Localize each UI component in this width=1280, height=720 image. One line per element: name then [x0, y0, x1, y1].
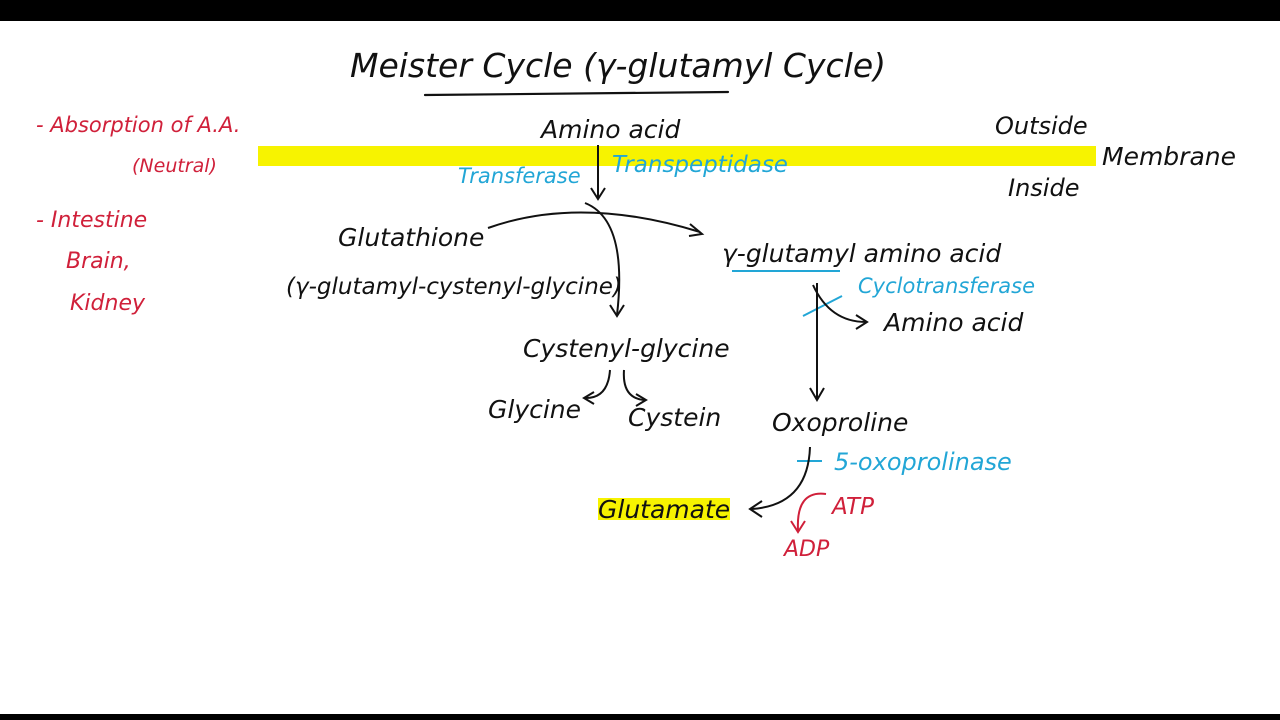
- membrane-highlight: [258, 146, 1096, 166]
- arrow-to-cystenyl-glycine-head: [609, 304, 625, 318]
- node-amino-acid-right: Amino acid: [882, 308, 1023, 337]
- arrow-to-glutamate-head: [748, 500, 763, 518]
- page-title: Meister Cycle (γ-glutamyl Cycle): [350, 46, 886, 85]
- arrow-to-oxoproline-head: [809, 387, 825, 402]
- note-intestine: - Intestine: [36, 208, 147, 233]
- node-oxoproline: Oxoproline: [772, 408, 908, 437]
- node-cystenyl-glycine: Cystenyl-glycine: [523, 334, 730, 363]
- enzyme-oxoprolinase: 5-oxoprolinase: [834, 448, 1012, 476]
- note-absorption: - Absorption of A.A.: [36, 113, 240, 137]
- note-neutral: (Neutral): [132, 155, 217, 177]
- node-glutathione-detail: (γ-glutamyl-cystenyl-glycine): [286, 274, 622, 300]
- arrow-to-cystein: [622, 369, 645, 401]
- arrow-to-glycine-head: [582, 391, 595, 405]
- enzyme-transpeptidase: Transpeptidase: [612, 152, 788, 178]
- node-glutathione: Glutathione: [338, 223, 484, 252]
- note-kidney: Kidney: [70, 291, 146, 316]
- arrow-to-glycine: [585, 369, 611, 399]
- label-membrane: Membrane: [1102, 142, 1236, 171]
- note-brain: Brain,: [66, 249, 131, 274]
- node-cystein: Cystein: [628, 403, 721, 432]
- node-atp: ATP: [830, 494, 874, 520]
- node-gamma-glutamyl-amino-acid: γ-glutamyl amino acid: [722, 239, 1001, 268]
- node-adp: ADP: [782, 537, 830, 562]
- label-outside: Outside: [995, 112, 1088, 140]
- enzyme-cyclotransferase: Cyclotransferase: [858, 274, 1035, 298]
- cyclotransferase-mark: [802, 295, 843, 317]
- whiteboard: [0, 21, 1280, 714]
- node-amino-acid-top: Amino acid: [539, 115, 680, 144]
- node-glycine: Glycine: [488, 395, 581, 424]
- arrow-to-gamma-glutamyl-head: [688, 223, 705, 237]
- enzyme-transferase: Transferase: [458, 164, 581, 188]
- label-inside: Inside: [1008, 174, 1079, 202]
- arrow-transport-head: [590, 187, 606, 201]
- arrow-to-amino-acid-right-head: [855, 314, 869, 330]
- arrow-to-cystenyl-glycine: [584, 202, 621, 316]
- arrow-to-gamma-glutamyl: [487, 211, 701, 233]
- node-glutamate: Glutamate: [598, 495, 730, 524]
- title-underline: [423, 90, 730, 97]
- arrow-atp-to-adp: [796, 492, 827, 531]
- arrow-atp-to-adp-head: [790, 520, 806, 534]
- arrow-to-glutamate: [751, 446, 811, 510]
- arrow-to-cystein-head: [635, 393, 648, 407]
- glutamate-highlight: [598, 498, 730, 520]
